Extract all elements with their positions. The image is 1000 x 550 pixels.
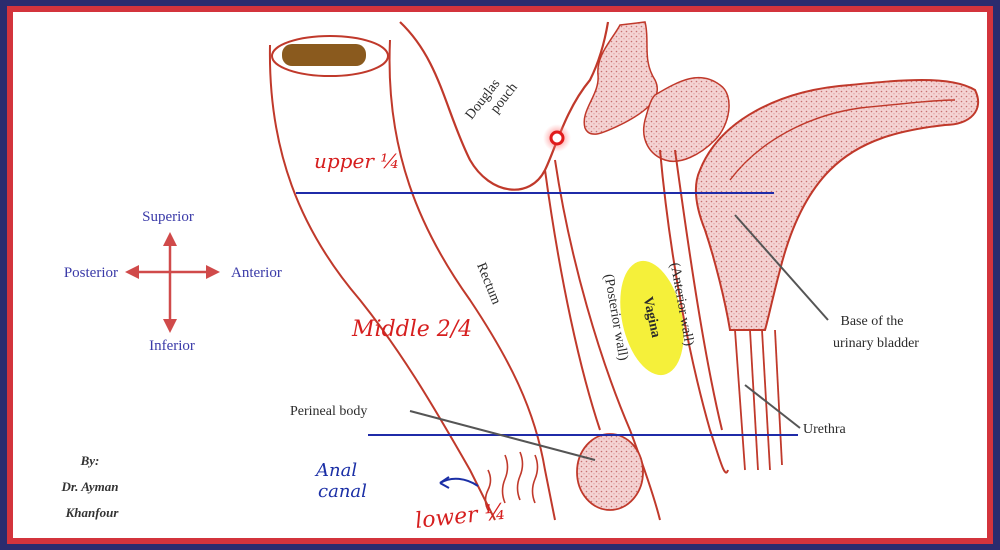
- arrow-down-icon: [163, 319, 177, 333]
- annotation-upper: upper ¼: [314, 149, 400, 173]
- arrow-left-icon: [125, 265, 139, 279]
- arrow-right-icon: [206, 265, 220, 279]
- annotation-middle: Middle 2/4: [351, 317, 472, 342]
- label-rectum: Rectum: [473, 261, 503, 307]
- label-perineal-body: Perineal body: [290, 404, 367, 419]
- slide-canvas: Superior Inferior Posterior Anterior Dou…: [13, 12, 987, 538]
- credit-line-1: By:: [80, 453, 100, 468]
- annotation-lower: lower ¼: [414, 500, 507, 534]
- urethra-leader-line: [745, 385, 800, 428]
- orientation-compass: [125, 232, 220, 333]
- anatomy-diagram: Superior Inferior Posterior Anterior Dou…: [13, 12, 987, 538]
- hand-arrow-icon: [440, 477, 478, 488]
- label-anterior: Anterior: [231, 265, 282, 281]
- perineal-body-shape: [577, 434, 643, 510]
- annotation-anal-2: canal: [318, 481, 367, 502]
- credit-line-2: Dr. Ayman: [60, 479, 118, 494]
- label-posterior: Posterior: [64, 265, 118, 281]
- marker-dot: [551, 132, 563, 144]
- uterine-tissue: [584, 22, 729, 161]
- credit-line-3: Khanfour: [65, 505, 120, 520]
- label-bladder-1: Base of the: [841, 314, 904, 329]
- arrow-up-icon: [163, 232, 177, 246]
- label-bladder-2: urinary bladder: [833, 336, 919, 351]
- label-inferior: Inferior: [149, 338, 195, 354]
- rectum-shape: [270, 36, 555, 520]
- annotation-anal-1: Anal: [314, 460, 357, 481]
- label-urethra: Urethra: [803, 422, 847, 437]
- urethra-shape: [735, 330, 782, 470]
- label-superior: Superior: [142, 209, 194, 225]
- bladder-shape: [696, 80, 978, 330]
